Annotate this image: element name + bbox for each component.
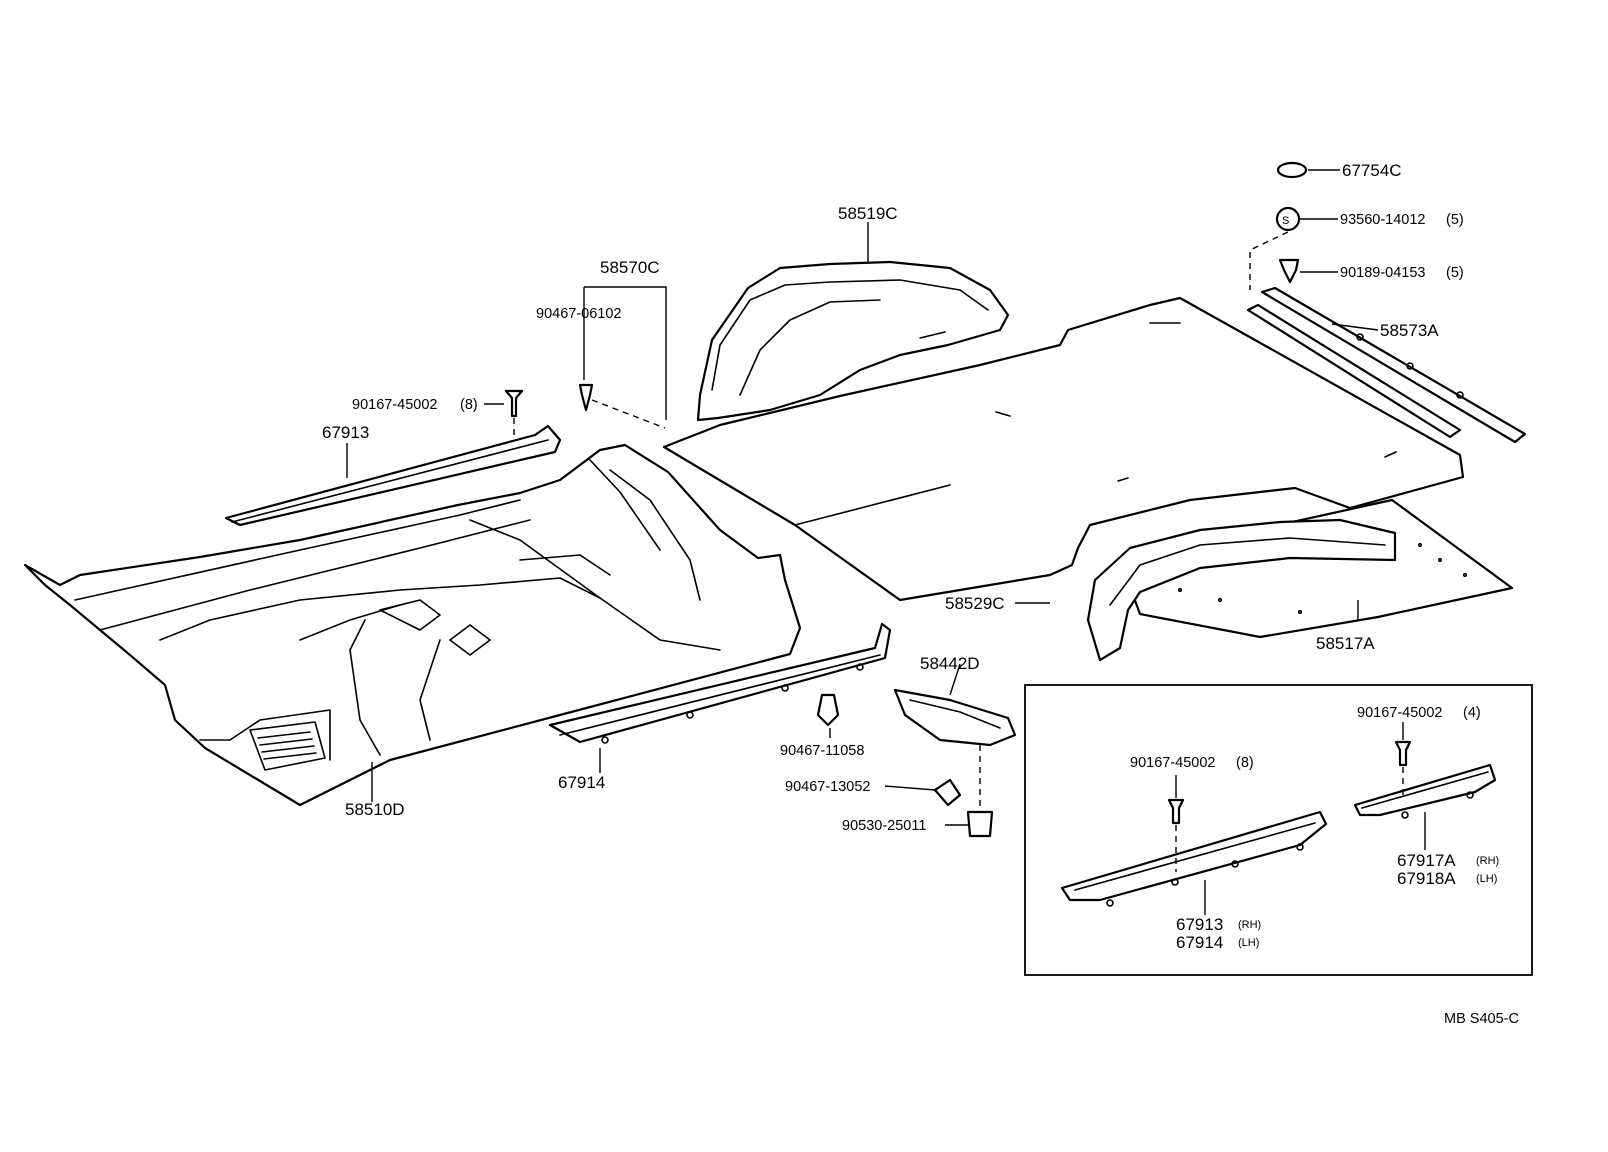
label-67914: 67914 (558, 773, 605, 792)
inset-label-67918A: 67918A (1397, 869, 1456, 888)
label-58517A: 58517A (1316, 634, 1375, 653)
label-93560-qty: (5) (1446, 212, 1464, 228)
wheel-house-cover-58519C (696, 260, 1010, 422)
inset-label-90167-b-qty: (8) (1236, 755, 1254, 771)
label-58570C: 58570C (600, 258, 660, 277)
label-67754C: 67754C (1342, 161, 1402, 180)
label-s-mark: S (1282, 215, 1289, 227)
rear-carpet-58517A (1118, 498, 1514, 639)
front-floor-carpet-58510D (23, 443, 802, 807)
scuff-plate-67913 (224, 424, 562, 527)
inset-screw-a (1394, 740, 1412, 767)
inset-label-67917A-side: (RH) (1476, 855, 1499, 867)
inset-panel (1024, 684, 1533, 976)
label-90467-06102: 90467-06102 (536, 306, 621, 322)
rear-floor-mat-58570C (662, 296, 1465, 602)
label-90467-13052: 90467-13052 (785, 779, 870, 795)
inset-sill-67917A-67918A (1353, 763, 1497, 819)
inset-label-67913: 67913 (1176, 915, 1223, 934)
clip-90467-13052 (933, 778, 962, 807)
clip-90189 (1278, 258, 1300, 284)
inset-label-90167-a-qty: (4) (1463, 705, 1481, 721)
inset-label-90167-a: 90167-45002 (1357, 705, 1442, 721)
part-labels: 67754C S 93560-14012 (5) 90189-04153 (5)… (322, 161, 1519, 1027)
clip-90467-11058 (816, 693, 840, 727)
footer-code: MB S405-C (1444, 1011, 1519, 1027)
label-90189: 90189-04153 (1340, 265, 1425, 281)
cap-67754C (1276, 161, 1308, 179)
inset-label-90167-b: 90167-45002 (1130, 755, 1215, 771)
label-90467-11058: 90467-11058 (780, 743, 864, 759)
bracket-58442D (893, 688, 1017, 747)
rear-wheel-arch-58529C (1086, 518, 1397, 662)
trim-strip-58573A (1246, 286, 1527, 444)
label-58510D: 58510D (345, 800, 405, 819)
label-58442D: 58442D (920, 654, 980, 673)
inset-label-67914: 67914 (1176, 933, 1223, 952)
inset-sill-67913-67914 (1060, 810, 1328, 907)
inset-label-67914-side: (LH) (1238, 937, 1259, 949)
inset-label-67913-side: (RH) (1238, 919, 1261, 931)
label-58529C: 58529C (945, 594, 1005, 613)
label-90167-top-qty: (8) (460, 397, 478, 413)
label-58573A: 58573A (1380, 321, 1439, 340)
inset-label-67917A: 67917A (1397, 851, 1456, 870)
screw-90167-top (504, 389, 524, 418)
clip-90467-06102 (578, 383, 594, 412)
leader-lines (346, 169, 1379, 826)
dashed-connectors (513, 231, 1289, 810)
label-90189-qty: (5) (1446, 265, 1464, 281)
label-90530: 90530-25011 (842, 818, 926, 834)
s-mark-circle-93560 (1275, 206, 1301, 232)
inset-label-67918A-side: (LH) (1476, 873, 1497, 885)
inset-screw-b (1167, 798, 1185, 825)
scuff-plate-67914 (548, 622, 892, 744)
label-67913: 67913 (322, 423, 369, 442)
label-90167-top: 90167-45002 (352, 397, 437, 413)
label-93560: 93560-14012 (1340, 212, 1425, 228)
clip-90530-25011 (966, 810, 994, 838)
label-58519C: 58519C (838, 204, 898, 223)
